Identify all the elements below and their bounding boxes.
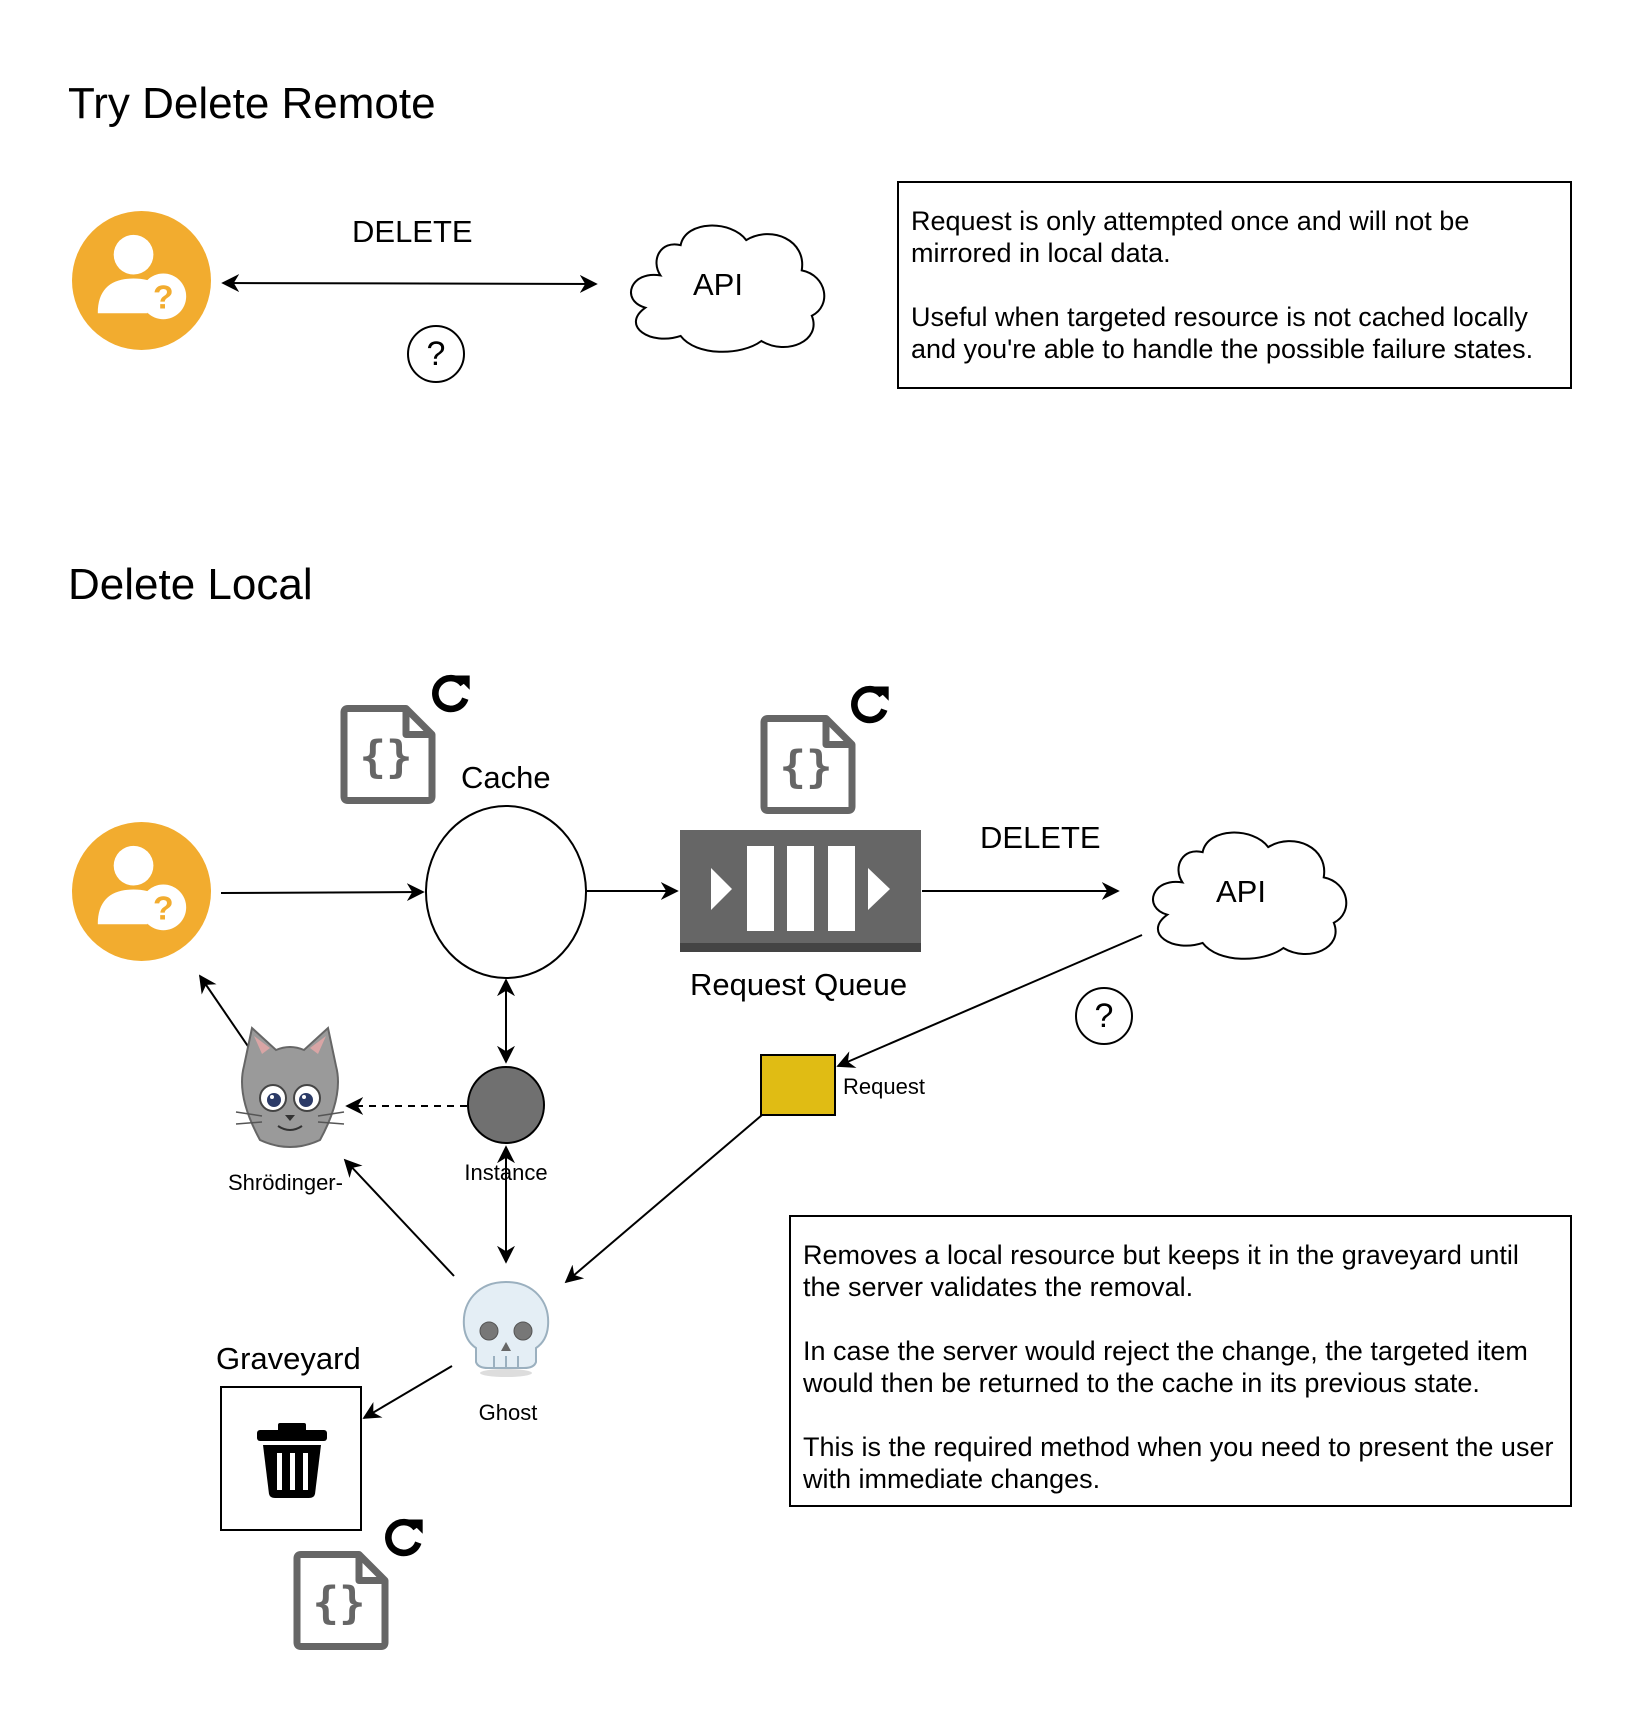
note-paragraph: Removes a local resource but keeps it in… [803, 1240, 1519, 1302]
section-title-remote: Try Delete Remote [68, 79, 436, 128]
graveyard-label: Graveyard [216, 1341, 361, 1376]
refresh-icon [435, 676, 469, 709]
message-queue-icon [680, 830, 921, 952]
api-label: API [693, 267, 743, 302]
note-paragraph: Request is only attempted once and will … [911, 206, 1470, 268]
remote-note-box: Request is only attempted once and will … [897, 181, 1572, 389]
api-to-request-arrow [836, 934, 1143, 1068]
cache-circle [425, 805, 587, 979]
refresh-icon [854, 687, 888, 720]
json-file-icon [764, 719, 852, 811]
user-to-cache-arrow [220, 883, 425, 902]
note-paragraph: This is the required method when you nee… [803, 1432, 1554, 1494]
request-to-ghost-arrow [564, 1114, 763, 1284]
json-file-icon [344, 709, 432, 801]
ghost-to-schrodinger-arrow [343, 1158, 455, 1277]
schrodinger-label: Shrödinger- [228, 1170, 343, 1195]
user-question-icon [72, 211, 211, 350]
trash-icon [257, 1423, 327, 1498]
delete-method-label: DELETE [980, 820, 1101, 855]
unknown-symbol: ? [426, 335, 446, 373]
cache-label: Cache [461, 760, 551, 795]
schrodinger-to-user-arrow [198, 974, 257, 1059]
unknown-result-circle [1075, 987, 1133, 1045]
request-queue-label: Request Queue [690, 967, 908, 1002]
ghost-label: Ghost [478, 1400, 538, 1425]
section-title-local: Delete Local [68, 560, 313, 609]
refresh-icon [388, 1520, 422, 1553]
note-paragraph: Useful when targeted resource is not cac… [911, 302, 1534, 364]
cat-face-icon [235, 1026, 345, 1148]
note-paragraph: In case the server would reject the chan… [803, 1336, 1528, 1398]
local-note-box: Removes a local resource but keeps it in… [789, 1215, 1572, 1507]
user-question-icon [72, 822, 211, 961]
json-file-icon [297, 1555, 385, 1647]
delete-request-arrow [221, 274, 598, 293]
unknown-symbol: ? [1094, 997, 1114, 1035]
api-label: API [1216, 874, 1266, 909]
delete-method-label: DELETE [352, 214, 473, 249]
ghost-to-graveyard-arrow [362, 1365, 453, 1419]
unknown-result-circle [407, 325, 465, 383]
request-label: Request [843, 1074, 925, 1099]
instance-label: Instance [464, 1160, 548, 1185]
skull-icon [462, 1280, 550, 1377]
instance-circle [467, 1066, 545, 1144]
request-box [760, 1054, 836, 1116]
